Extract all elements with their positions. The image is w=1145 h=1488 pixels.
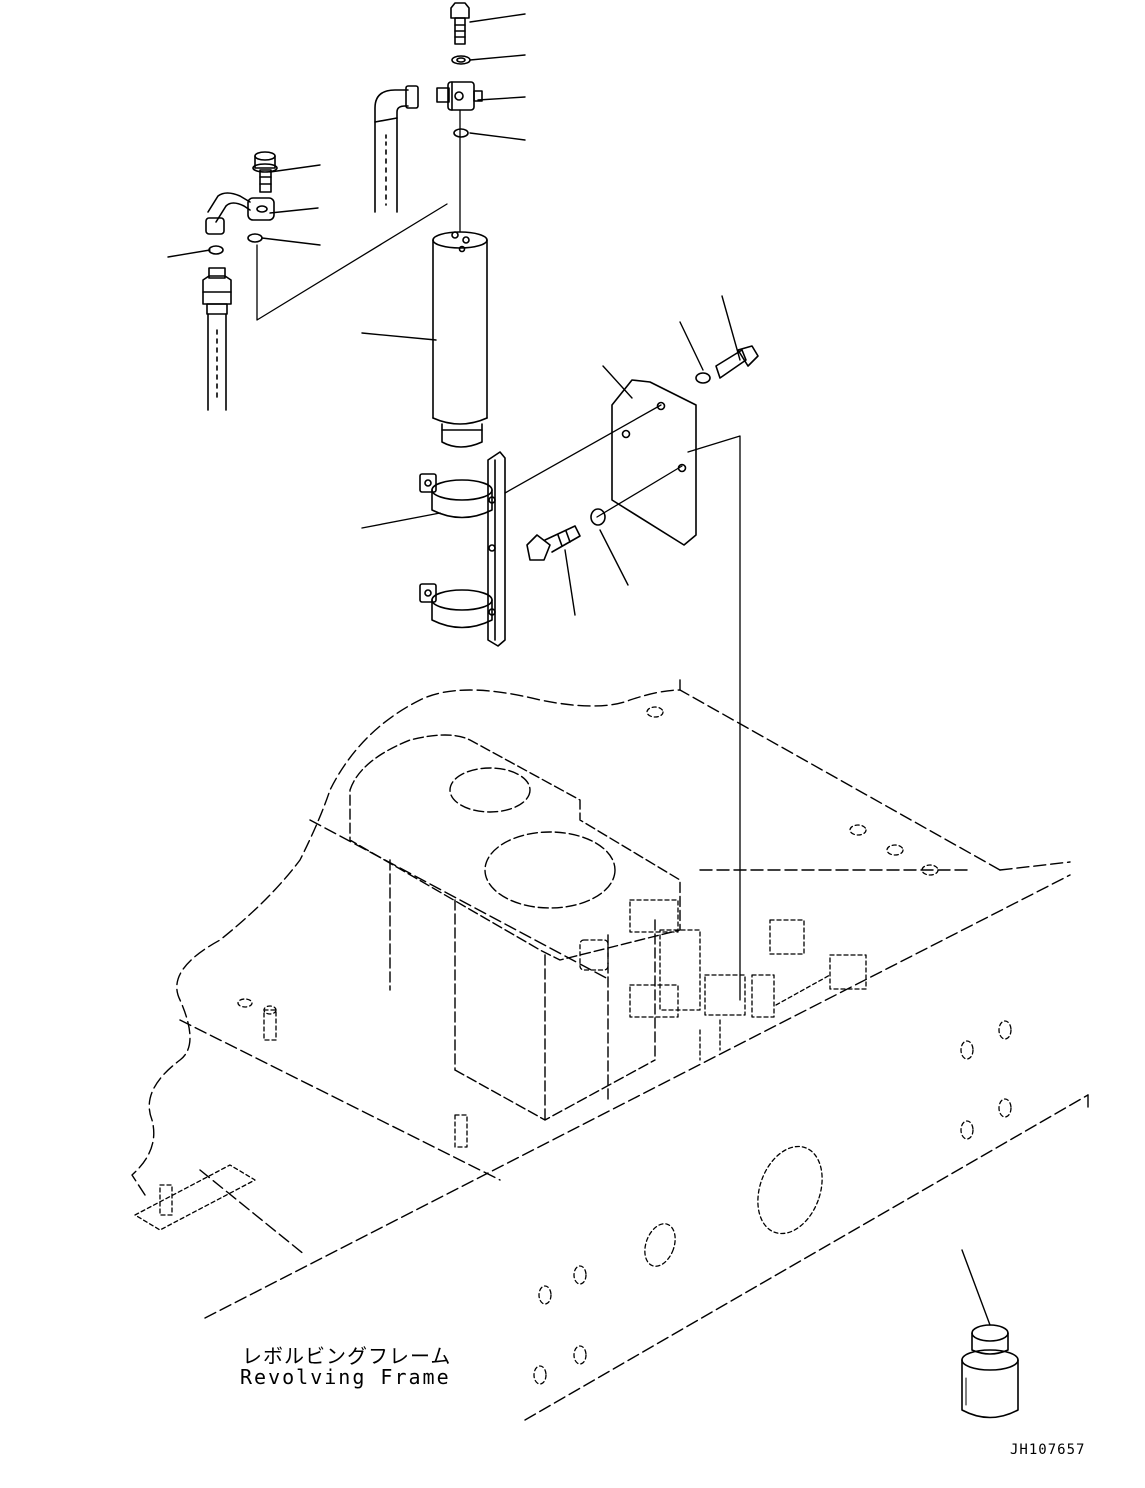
filter-canister-icon: [433, 232, 487, 447]
frame-label-en: Revolving Frame: [240, 1365, 451, 1389]
hose-icon: [203, 268, 231, 410]
bolt-icon: [696, 346, 758, 383]
o-ring-icon: [209, 246, 223, 254]
o-ring-icon: [248, 234, 262, 242]
leader-lines: [168, 14, 990, 1325]
bolt-icon: [451, 3, 469, 44]
elbow-fitting-icon: [437, 82, 482, 110]
elbow-fitting-icon: [206, 193, 274, 234]
washer-icon: [452, 56, 470, 64]
frame-label-jp: レボルビングフレーム: [242, 1344, 452, 1368]
container-icon: [962, 1325, 1018, 1418]
hose-icon: [375, 86, 418, 212]
plate-icon: [612, 380, 696, 545]
drawing-id: JH107657: [1010, 1442, 1086, 1458]
bolt-icon: [253, 152, 277, 192]
o-ring-icon: [454, 129, 468, 137]
bolt-icon: [527, 526, 580, 560]
bracket-icon: [420, 452, 505, 646]
center-lines: [257, 110, 740, 1000]
frame-holes: [238, 707, 1011, 1384]
washer-icon: [591, 509, 605, 525]
tank-outline: [350, 735, 680, 1120]
washer-inner: [457, 58, 465, 62]
revolving-frame: [132, 680, 1088, 1420]
frame-posts: [135, 900, 866, 1230]
